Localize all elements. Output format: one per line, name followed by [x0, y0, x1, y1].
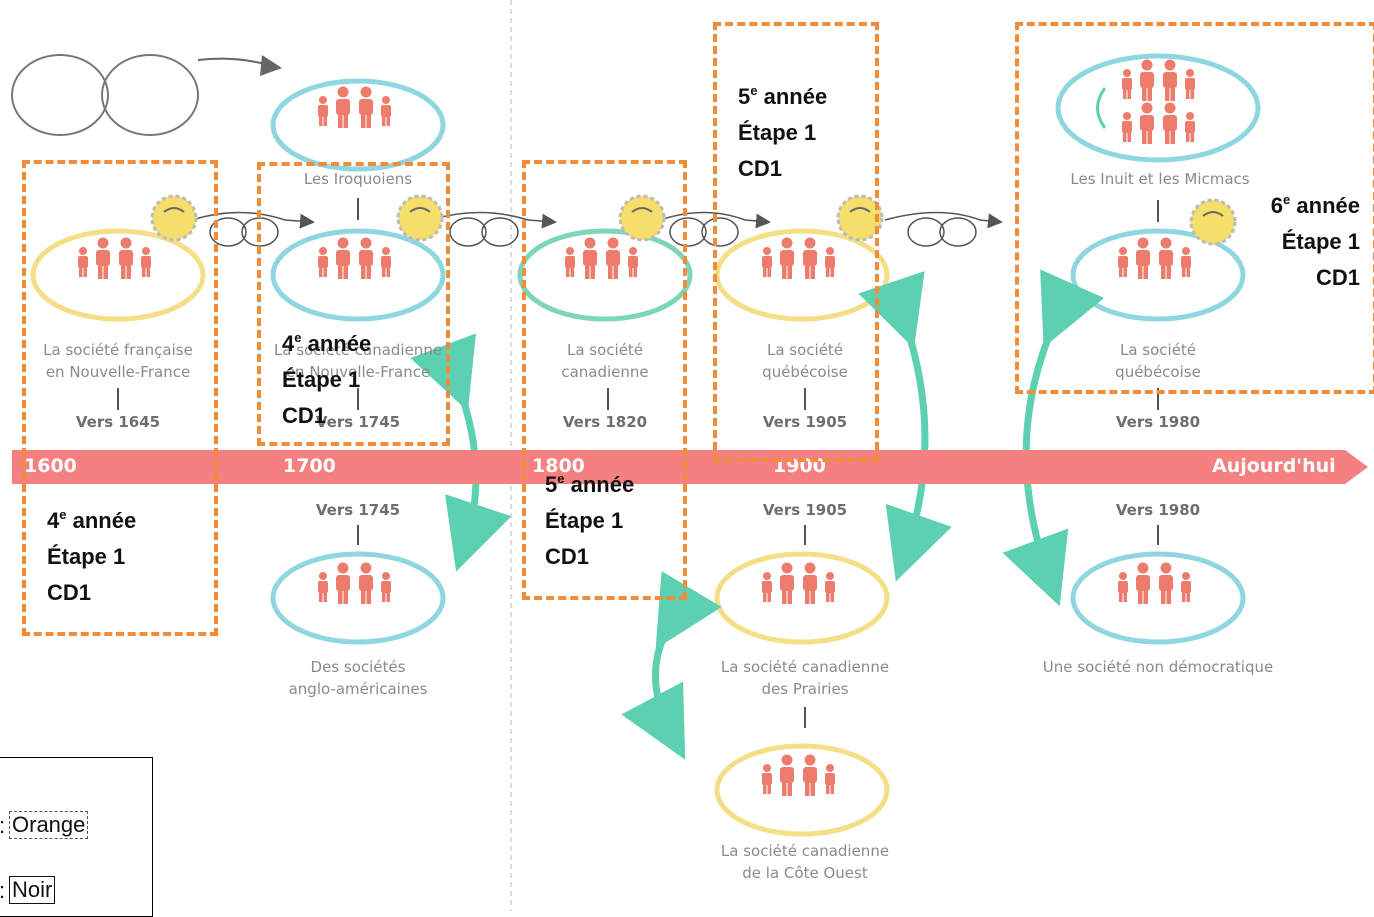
teal-arrow-3 — [1002, 269, 1105, 607]
ellipse-anglo — [270, 551, 446, 645]
label-canadienne: La société canadienne — [561, 341, 649, 381]
gear-icon-3 — [618, 194, 666, 242]
dashed-box-5e-canadienne — [522, 160, 687, 600]
loop-connector-2 — [449, 217, 519, 247]
label-anglo: Des sociétés anglo-américaines — [288, 658, 428, 698]
label-cote-ouest: La société canadienne de la Côte Ouest — [720, 842, 890, 882]
label-quebecoise-1905: La société québécoise — [762, 341, 848, 381]
timeline-label-1600: 1600 — [24, 455, 77, 477]
dashed-box-5e-quebecoise — [713, 22, 879, 462]
label-inuit: Les Inuit et les Micmacs — [1070, 170, 1250, 188]
ellipse-iroquoiens — [270, 78, 446, 172]
note-4e-nouvelle-france: 4e année Étape 1 CD1 — [47, 507, 137, 605]
label-nouvelle-france: La société française en Nouvelle-France — [43, 341, 193, 381]
note-4e-canadienne: 4e année Étape 1 CD1 — [282, 330, 372, 428]
ellipse-cote-ouest — [714, 743, 890, 837]
year-quebecoise-1905: Vers 1905 — [762, 413, 848, 431]
label-quebecoise-1980: La société québécoise — [1115, 341, 1201, 381]
ellipse-canadienne — [517, 228, 693, 322]
legend-box: : Orange : Noir — [0, 757, 153, 917]
note-6e: 6e année Étape 1 CD1 — [1270, 192, 1360, 290]
legend-item-noir: Noir — [9, 876, 56, 904]
legend-prefix-1: : — [0, 813, 5, 839]
dashed-box-4e-canadienne — [257, 162, 450, 446]
ellipse-inuit — [1055, 53, 1261, 163]
year-nouvelle-france: Vers 1645 — [75, 413, 161, 431]
gear-icon-5 — [1189, 198, 1237, 246]
year-canadienne-nf: Vers 1745 — [315, 413, 401, 431]
loop-connector-4 — [907, 217, 977, 247]
year-canadienne: Vers 1820 — [562, 413, 648, 431]
teal-arrow-4 — [621, 570, 722, 760]
label-non-democratique: Une société non démocratique — [1042, 658, 1274, 676]
dashed-box-4e-nouvelle-france — [22, 160, 218, 636]
label-prairies: La société canadienne des Prairies — [720, 658, 890, 698]
timeline-label-1700: 1700 — [283, 455, 336, 477]
timeline-label-1800: 1800 — [532, 455, 585, 477]
legend-item-orange: Orange — [9, 811, 89, 839]
ellipse-non-democratique — [1070, 551, 1246, 645]
legend-prefix-2: : — [0, 878, 5, 904]
timeline-label-today: Aujourd'hui — [1212, 455, 1336, 477]
label-canadienne-nf: La société canadienne en Nouvelle-France — [273, 341, 443, 381]
loop-arrow-icon — [11, 54, 282, 136]
gear-icon-4 — [836, 194, 884, 242]
label-iroquoiens: Les Iroquoiens — [303, 170, 413, 188]
timeline-band — [12, 450, 1368, 484]
note-5e-quebecoise: 5e année Étape 1 CD1 — [738, 83, 828, 181]
ellipse-nouvelle-france — [30, 228, 206, 322]
ellipse-canadienne-nf — [270, 228, 446, 322]
ellipse-prairies — [714, 551, 890, 645]
year-anglo: Vers 1745 — [315, 501, 401, 519]
year-non-democratique: Vers 1980 — [1115, 501, 1201, 519]
note-5e-canadienne: 5e année Étape 1 CD1 — [545, 471, 635, 569]
gear-icon-1 — [150, 194, 198, 242]
year-quebecoise-1980: Vers 1980 — [1115, 413, 1201, 431]
year-prairies: Vers 1905 — [762, 501, 848, 519]
teal-arrow-2 — [858, 270, 952, 582]
gear-icon-2 — [396, 194, 444, 242]
